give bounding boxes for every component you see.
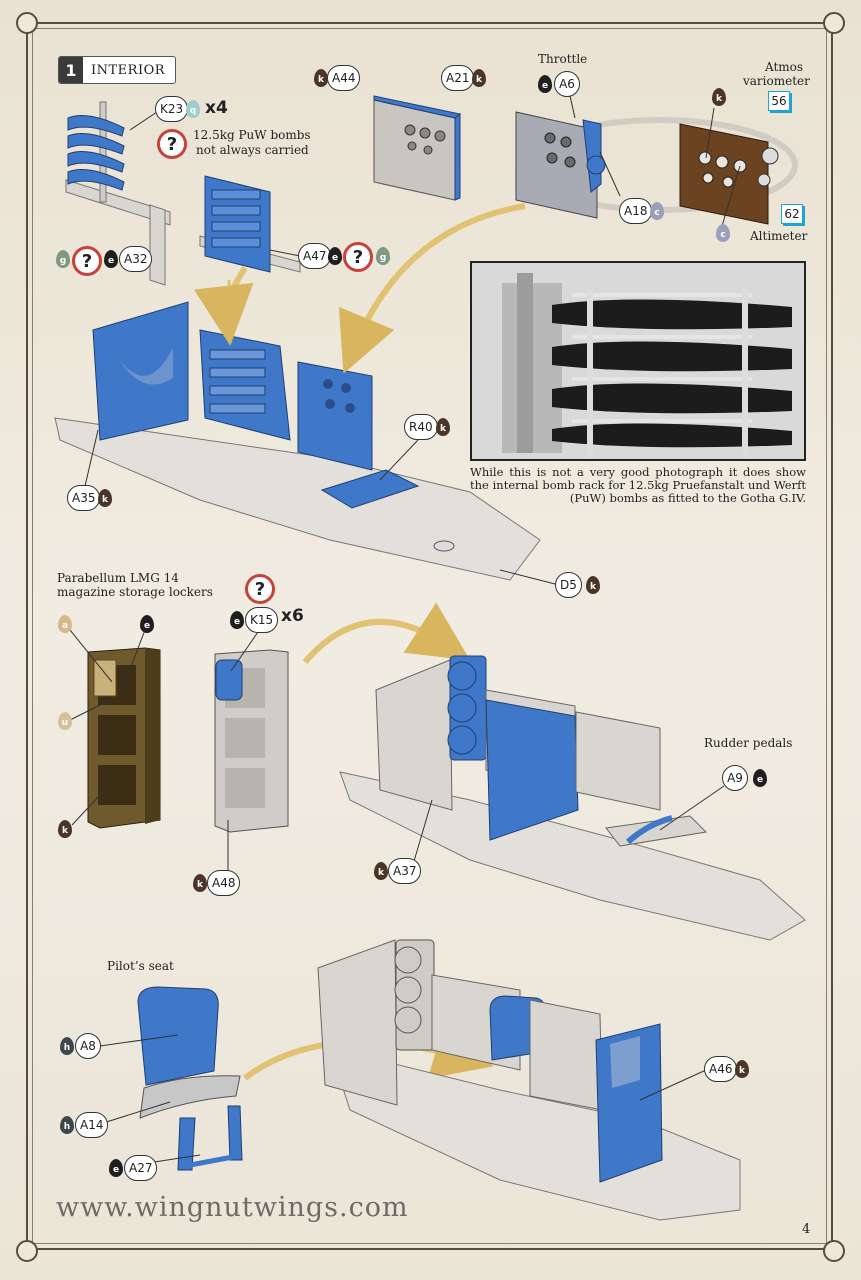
paint-drop-h: h: [60, 1116, 74, 1134]
variometer-label: Atmos: [765, 60, 804, 74]
paint-drop-q: q: [186, 100, 200, 118]
part-callout-d5: D5: [555, 572, 582, 598]
color-reference-box: 56: [768, 91, 790, 111]
paint-drop-e: e: [753, 769, 767, 787]
step-number: 1: [59, 57, 83, 83]
part-callout-a44: A44: [327, 65, 361, 91]
page-border: [26, 22, 833, 1250]
paint-drop-k: k: [374, 862, 388, 880]
paint-drop-g: g: [376, 247, 390, 265]
throttle-panel-illustration: [515, 111, 798, 219]
altimeter-label: Altimeter: [750, 229, 808, 243]
part-callout-r40: R40: [404, 414, 438, 440]
part-callout-a21: A21: [441, 65, 475, 91]
part-callout-a27: A27: [124, 1155, 158, 1181]
page-number: 4: [802, 1222, 811, 1237]
paint-drop-a: a: [58, 615, 72, 633]
paint-drop-e: e: [140, 615, 154, 633]
part-callout-a14: A14: [75, 1112, 109, 1138]
bombs-note: not always carried: [196, 143, 309, 157]
part-callout-a35: A35: [67, 485, 101, 511]
lockers-label: Parabellum LMG 14: [57, 571, 179, 585]
paint-drop-k: k: [586, 576, 600, 594]
paint-drop-k: k: [193, 874, 207, 892]
ammo-locker-grey-illustration: [214, 649, 289, 833]
part-callout-k15: K15: [245, 607, 279, 633]
optional-part-icon: ?: [245, 574, 275, 604]
paint-drop-k: k: [436, 418, 450, 436]
paint-drop-k: k: [712, 88, 726, 106]
paint-drop-e: e: [230, 611, 244, 629]
variometer-label: variometer: [743, 74, 810, 88]
part-callout-k23: K23: [155, 96, 189, 122]
quantity-multiplier: x6: [281, 606, 304, 626]
border-corner-ornament: [823, 12, 845, 34]
color-reference-box: 62: [781, 204, 803, 224]
throttle-label: Throttle: [538, 52, 588, 66]
fuselage-assembly-2-illustration: [339, 655, 806, 941]
part-callout-a18: A18: [619, 198, 653, 224]
part-callout-a32: A32: [119, 246, 153, 272]
paint-drop-k: k: [314, 69, 328, 87]
optional-part-icon: ?: [72, 246, 102, 276]
ammo-locker-painted-illustration: [87, 647, 161, 829]
step-header: 1 INTERIOR: [58, 56, 177, 84]
part-callout-a9: A9: [722, 765, 748, 791]
fuselage-assembly-3-illustration: [317, 939, 741, 1221]
border-corner-ornament: [823, 1240, 845, 1262]
border-corner-ornament: [16, 1240, 38, 1262]
paint-drop-c: c: [650, 202, 664, 220]
paint-drop-g: g: [56, 250, 70, 268]
optional-part-icon: ?: [157, 129, 187, 159]
paint-drop-k: k: [472, 69, 486, 87]
part-callout-a48: A48: [207, 870, 241, 896]
bombs-note: 12.5kg PuW bombs: [193, 128, 311, 142]
paint-drop-e: e: [538, 75, 552, 93]
rudder-pedals-label: Rudder pedals: [704, 736, 793, 750]
part-callout-a8: A8: [75, 1033, 101, 1059]
paint-drop-u: u: [58, 712, 72, 730]
part-callout-a37: A37: [388, 858, 422, 884]
reference-photo-bomb-rack: [470, 261, 806, 461]
lockers-label: magazine storage lockers: [57, 585, 213, 599]
optional-part-icon: ?: [343, 242, 373, 272]
step-title: INTERIOR: [91, 62, 166, 78]
part-callout-a6: A6: [554, 71, 580, 97]
paint-drop-k: k: [58, 820, 72, 838]
instrument-panel-illustration: [679, 123, 779, 225]
paint-drop-k: k: [735, 1060, 749, 1078]
border-corner-ornament: [16, 12, 38, 34]
pilot-seat-label: Pilot’s seat: [107, 959, 174, 973]
part-callout-a46: A46: [704, 1056, 738, 1082]
panel-a44-illustration: [373, 95, 462, 201]
paint-drop-h: h: [60, 1037, 74, 1055]
bomb-rack-a47-illustration: [199, 175, 301, 273]
paint-drop-e: e: [109, 1159, 123, 1177]
quantity-multiplier: x4: [205, 98, 228, 118]
paint-drop-e: e: [104, 250, 118, 268]
part-callout-a47: A47: [298, 243, 332, 269]
bomb-rack-k23-illustration: [65, 101, 171, 286]
pilot-seat-illustration: [137, 986, 243, 1171]
website-url: www.wingnutwings.com: [56, 1192, 409, 1223]
fuselage-assembly-1-illustration: [54, 301, 541, 581]
photo-caption: While this is not a very good photograph…: [470, 465, 806, 505]
paint-drop-k: k: [98, 489, 112, 507]
paint-drop-e: e: [328, 247, 342, 265]
page-inner-border: [32, 28, 827, 1244]
paint-drop-c: c: [716, 224, 730, 242]
